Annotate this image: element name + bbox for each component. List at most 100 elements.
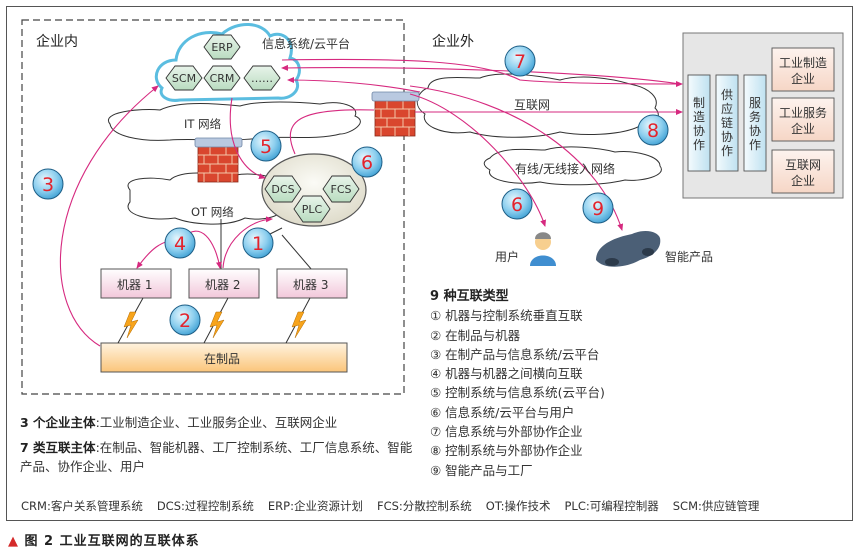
legend-item: ① 机器与控制系统垂直互联 xyxy=(430,308,583,324)
interconnect-badge-8: 8 xyxy=(637,114,669,146)
badge-number: 3 xyxy=(42,174,54,196)
abbreviation: ERP:企业资源计划 xyxy=(267,499,363,513)
enterprise-subjects-label: 3 个企业主体 xyxy=(20,415,96,430)
arrow-7a xyxy=(281,58,683,87)
collaboration-column-service xyxy=(743,74,767,172)
legend-item: ⑧ 控制系统与外部协作企业 xyxy=(430,443,583,459)
legend-item: ⑥ 信息系统/云平台与用户 xyxy=(430,404,575,420)
user-icon xyxy=(530,232,556,266)
enterprise-subjects-text: :工业制造企业、工业服务企业、互联网企业 xyxy=(95,415,338,430)
machine-3 xyxy=(276,268,348,299)
abbreviation: OT:操作技术 xyxy=(485,499,551,513)
legend-item: ④ 机器与机器之间横向互联 xyxy=(430,366,583,382)
abbreviation: PLC:可编程控制器 xyxy=(564,499,659,513)
machine-2-label: 机器 2 xyxy=(205,278,241,292)
interconnect-badge-3: 3 xyxy=(32,168,64,200)
legend-item: ⑨ 智能产品与工厂 xyxy=(430,462,533,478)
badge-number: 9 xyxy=(592,198,604,220)
interconnect-badge-6: 6 xyxy=(501,188,533,220)
firewall-icon xyxy=(371,91,420,137)
legend-title: 9 种互联类型 xyxy=(430,289,509,304)
enterprise-label-line: 互联网 xyxy=(785,158,821,172)
machine-1-label: 机器 1 xyxy=(117,278,153,292)
wip-label: 在制品 xyxy=(204,352,241,366)
smart-product-label: 智能产品 xyxy=(665,250,714,264)
smart-product-icon xyxy=(596,231,661,267)
connection-arrows xyxy=(59,58,683,347)
badge-number: 7 xyxy=(514,51,526,73)
ot-network-label: OT 网络 xyxy=(191,205,234,219)
badge-number: 6 xyxy=(511,194,523,216)
interconnect-badge-1: 1 xyxy=(242,227,274,259)
interconnect-badge-5: 5 xyxy=(250,130,282,162)
notes: 3 个企业主体:工业制造企业、工业服务企业、互联网企业 7 类互联主体:在制品、… xyxy=(20,413,420,482)
enterprise-label-line: 企业 xyxy=(791,121,815,136)
arrow-3 xyxy=(59,85,159,347)
enterprise-box: 互联网企业 xyxy=(771,149,835,194)
wip-bar xyxy=(100,342,348,373)
hex-more: …… xyxy=(243,65,281,91)
caption-marker: ▲ xyxy=(8,534,19,549)
hex-more-label: …… xyxy=(251,72,273,85)
collaboration-column-supply-chain xyxy=(715,74,739,172)
machine-3-label: 机器 3 xyxy=(293,278,329,292)
access-network-label: 有线/无线接入网络 xyxy=(515,162,616,176)
outside-enterprise-label: 企业外 xyxy=(432,34,474,50)
collaboration-label-supply-chain: 供应链协作 xyxy=(720,88,733,158)
interconnect-badge-9: 9 xyxy=(582,192,614,224)
caption-text: 图 2 工业互联网的互联体系 xyxy=(24,534,200,549)
wireless-link-icon xyxy=(285,297,311,344)
legend-item: ③ 在制产品与信息系统/云平台 xyxy=(430,346,600,362)
interconnect-badge-4: 4 xyxy=(164,227,196,259)
badge-number: 1 xyxy=(252,233,264,255)
wireless-link-icon xyxy=(117,297,144,344)
enterprise-label-line: 工业服务 xyxy=(779,105,827,120)
abbreviation: SCM:供应链管理 xyxy=(672,499,760,513)
interconnect-subjects-text: :在制品、智能机器、工厂控制系统、工厂信息系统、智能产品、协作企业、用户 xyxy=(20,440,413,474)
hex-fcs-label: FCS xyxy=(331,183,352,196)
interconnect-badge-6: 6 xyxy=(351,146,383,178)
arrow-5 xyxy=(229,97,266,180)
abbreviation-list: CRM:客户关系管理系统 DCS:过程控制系统 ERP:企业资源计划 FCS:分散控制… xyxy=(21,498,773,514)
abbreviation: FCS:分散控制系统 xyxy=(376,499,472,513)
hex-erp: ERP xyxy=(203,34,241,60)
hex-erp-label: ERP xyxy=(211,41,233,54)
hex-scm: SCM xyxy=(165,65,203,91)
interconnect-badge-7: 7 xyxy=(504,45,536,77)
legend-item: ② 在制品与机器 xyxy=(430,327,521,343)
arrow-6 xyxy=(409,93,546,227)
enterprise-label-line: 工业制造 xyxy=(779,56,827,70)
enterprise-label-line: 企业 xyxy=(791,173,815,188)
badge-number: 4 xyxy=(174,233,186,255)
interconnect-subjects: 7 类互联主体:在制品、智能机器、工厂控制系统、工厂信息系统、智能产品、协作企业… xyxy=(20,438,420,476)
badge-number: 2 xyxy=(179,310,191,332)
arrow-1 xyxy=(222,216,273,269)
abbreviation: CRM:客户关系管理系统 xyxy=(21,499,143,513)
badge-number: 5 xyxy=(260,136,272,158)
hex-dcs: DCS xyxy=(264,175,302,203)
firewall-icon xyxy=(194,137,243,183)
hex-plc: PLC xyxy=(293,195,331,223)
interconnect-subjects-label: 7 类互联主体 xyxy=(20,440,96,455)
wireless-link-icon xyxy=(203,297,229,344)
figure-caption: ▲ 图 2 工业互联网的互联体系 xyxy=(8,530,200,549)
hex-plc-label: PLC xyxy=(302,203,323,216)
user-label: 用户 xyxy=(495,250,520,264)
it-network-cloud xyxy=(107,101,361,141)
hex-crm-label: CRM xyxy=(210,72,235,85)
access-network-cloud xyxy=(483,146,662,186)
machine-1 xyxy=(100,268,172,299)
legend-item: ⑦ 信息系统与外部协作企业 xyxy=(430,424,583,440)
info-system-label: 信息系统/云平台 xyxy=(262,37,351,51)
collaboration-column-manufacturing xyxy=(687,74,711,172)
arrow-info-back xyxy=(287,77,421,93)
hex-crm: CRM xyxy=(203,65,241,91)
collaboration-label-manufacturing: 制造协作 xyxy=(692,96,705,152)
badge-number: 8 xyxy=(647,120,659,142)
abbreviation: DCS:过程控制系统 xyxy=(156,499,254,513)
arrow-7b xyxy=(281,64,681,85)
collaboration-label-service: 服务协作 xyxy=(748,96,761,152)
machine-2 xyxy=(188,268,260,299)
enterprise-boundary xyxy=(21,19,405,395)
